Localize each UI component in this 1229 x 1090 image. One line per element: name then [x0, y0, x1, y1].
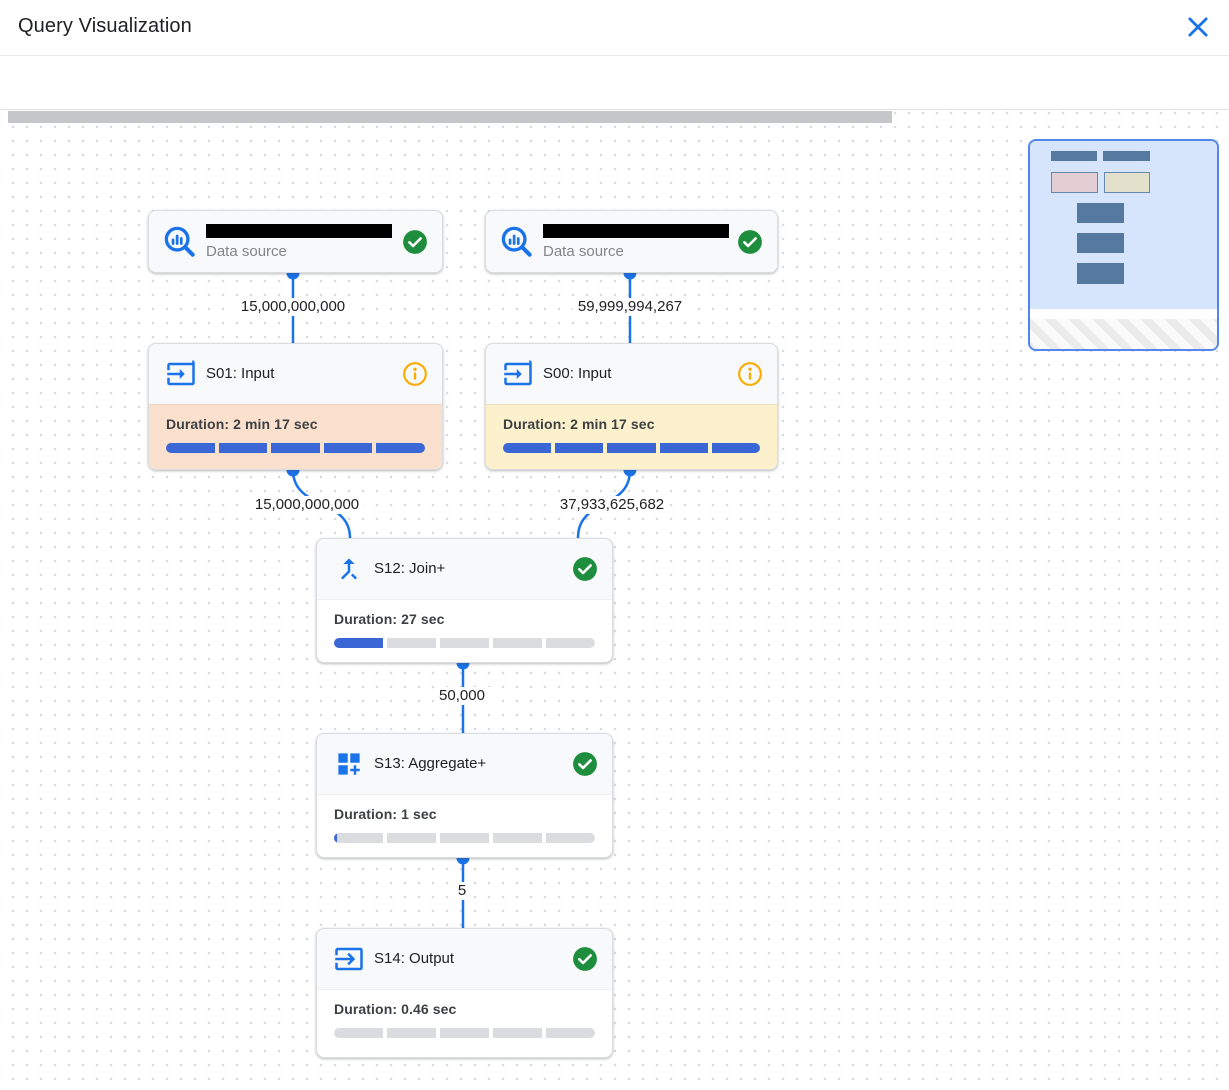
stage-duration-section: Duration: 0.46 sec — [317, 989, 612, 1057]
success-check-icon — [738, 230, 762, 254]
output-icon — [335, 947, 363, 971]
minimap-node — [1051, 151, 1097, 161]
join-icon — [340, 558, 358, 580]
close-icon — [1188, 17, 1208, 37]
stage-duration: Duration: 2 min 17 sec — [503, 416, 655, 432]
stage-duration: Duration: 0.46 sec — [334, 1001, 457, 1017]
stage-duration-section: Duration: 1 sec — [317, 794, 612, 857]
stage-duration-section: Duration: 2 min 17 sec — [486, 404, 777, 469]
stage-node-s13[interactable]: S13: Aggregate+ Duration: 1 sec — [316, 733, 613, 858]
stage-title: S00: Input — [543, 365, 612, 382]
stage-node-s01[interactable]: S01: Input Duration: 2 min 17 sec — [148, 343, 443, 470]
redacted-source-name — [206, 224, 392, 238]
stage-progress-bar — [166, 443, 425, 453]
stage-progress-bar — [334, 833, 595, 843]
data-source-icon — [501, 226, 532, 257]
edge-row-count: 15,000,000,000 — [249, 496, 365, 514]
stage-duration-section: Duration: 27 sec — [317, 599, 612, 662]
minimap-node — [1103, 151, 1150, 161]
stage-progress-bar — [334, 1028, 595, 1038]
redacted-source-name — [543, 224, 729, 238]
data-source-node-1[interactable]: Data source — [148, 210, 443, 273]
info-icon[interactable] — [737, 361, 763, 387]
stage-duration: Duration: 1 sec — [334, 806, 437, 822]
success-check-icon — [573, 947, 597, 971]
minimap-node-duration-highlight — [1051, 172, 1098, 193]
data-source-label: Data source — [206, 243, 287, 260]
data-source-icon — [164, 226, 195, 257]
horizontal-scrollbar[interactable] — [8, 111, 892, 123]
minimap-node — [1077, 203, 1124, 223]
success-check-icon — [403, 230, 427, 254]
minimap-node-processing-highlight — [1104, 172, 1150, 193]
stage-progress-bar — [334, 638, 595, 648]
aggregate-icon — [338, 753, 360, 775]
edge-row-count: 15,000,000,000 — [235, 298, 351, 316]
stage-title: S01: Input — [206, 365, 275, 382]
stage-node-s00[interactable]: S00: Input Duration: 2 min 17 sec — [485, 343, 778, 470]
stage-node-s14[interactable]: S14: Output Duration: 0.46 sec — [316, 928, 613, 1058]
edge-row-count: 59,999,994,267 — [572, 298, 688, 316]
stage-duration: Duration: 2 min 17 sec — [166, 416, 318, 432]
close-button[interactable] — [1184, 13, 1212, 41]
data-source-label: Data source — [543, 243, 624, 260]
success-check-icon — [573, 557, 597, 581]
minimap-out-of-view-area — [1030, 319, 1217, 349]
edge-row-count: 50,000 — [434, 687, 490, 705]
info-icon[interactable] — [402, 361, 428, 387]
stage-title: S14: Output — [374, 950, 455, 967]
data-source-node-2[interactable]: Data source — [485, 210, 778, 273]
edge-row-count: 5 — [452, 882, 472, 900]
stage-title: S12: Join+ — [374, 560, 446, 577]
minimap-node — [1077, 233, 1124, 253]
edge-row-count: 37,933,625,682 — [554, 496, 670, 514]
stage-duration-section: Duration: 2 min 17 sec — [149, 404, 442, 469]
graph-canvas[interactable]: Data source Data source — [0, 110, 1229, 1090]
minimap-node — [1077, 263, 1124, 284]
stage-progress-bar — [503, 443, 761, 453]
stage-node-s12[interactable]: S12: Join+ Duration: 27 sec — [316, 538, 613, 663]
minimap[interactable] — [1028, 139, 1219, 351]
input-icon — [167, 360, 195, 386]
stage-title: S13: Aggregate+ — [374, 755, 487, 772]
dialog-header: Query Visualization — [0, 0, 1229, 55]
input-icon — [504, 360, 532, 386]
stage-duration: Duration: 27 sec — [334, 611, 445, 627]
success-check-icon — [573, 752, 597, 776]
page-title: Query Visualization — [18, 15, 192, 37]
toolbar: Highlight top stages by duration Highlig… — [0, 55, 1229, 157]
